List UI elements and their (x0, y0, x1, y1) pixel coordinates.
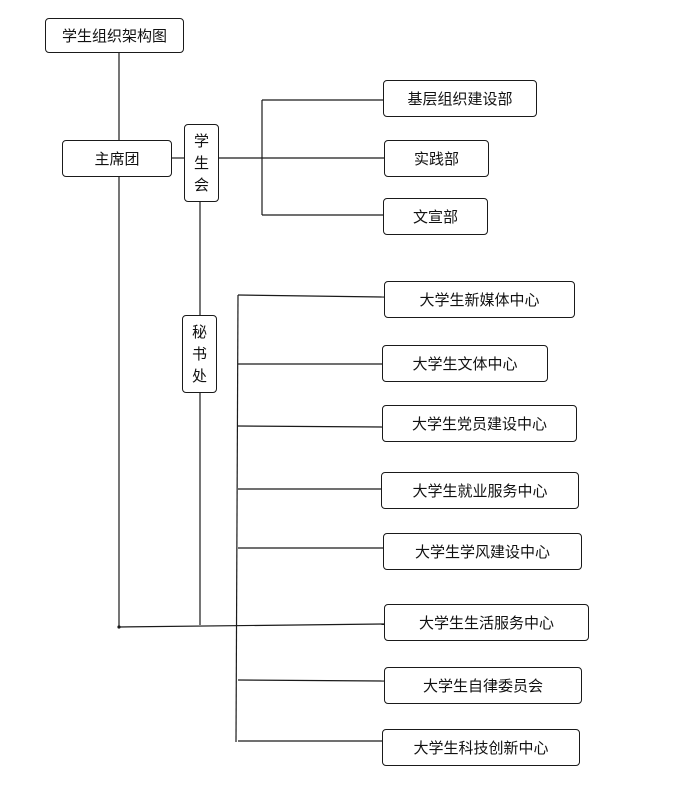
department-box-publicity: 文宣部 (383, 198, 488, 235)
junction-dot (117, 625, 121, 629)
secretariat-box: 秘 书 处 (182, 315, 217, 393)
department-box-practice: 实践部 (384, 140, 489, 177)
root-title-box: 学生组织架构图 (45, 18, 184, 53)
center-label: 大学生文体中心 (412, 355, 518, 373)
student-union-char: 生 (193, 154, 209, 172)
center-label: 大学生生活服务中心 (418, 614, 554, 632)
presidium-label: 主席团 (94, 150, 140, 168)
student-union-box: 学 生 会 (184, 124, 219, 202)
center-label: 大学生科技创新中心 (413, 739, 549, 757)
connector-line (237, 294, 385, 298)
center-box-tech-innovation: 大学生科技创新中心 (382, 729, 580, 766)
center-box-life-service: 大学生生活服务中心 (384, 604, 589, 641)
center-box-culture-sports: 大学生文体中心 (382, 345, 548, 382)
presidium-box: 主席团 (62, 140, 172, 177)
center-box-employment: 大学生就业服务中心 (381, 472, 579, 509)
department-label: 基层组织建设部 (407, 90, 513, 108)
department-label: 实践部 (413, 150, 459, 168)
center-box-new-media: 大学生新媒体中心 (384, 281, 575, 318)
connector-line (235, 294, 239, 743)
department-label: 文宣部 (412, 208, 458, 226)
center-label: 大学生就业服务中心 (412, 482, 548, 500)
center-box-party-member: 大学生党员建设中心 (382, 405, 577, 442)
connector-line (237, 425, 383, 428)
secretariat-char: 处 (191, 367, 207, 385)
center-label: 大学生新媒体中心 (419, 291, 540, 309)
center-label: 大学生学风建设中心 (414, 543, 550, 561)
center-label: 大学生自律委员会 (422, 677, 543, 695)
connector-line (118, 623, 385, 628)
secretariat-char: 书 (191, 345, 207, 363)
center-box-study-style: 大学生学风建设中心 (383, 533, 582, 570)
root-title-label: 学生组织架构图 (61, 27, 167, 45)
student-union-char: 会 (193, 176, 209, 194)
student-union-char: 学 (193, 132, 209, 150)
center-label: 大学生党员建设中心 (411, 415, 547, 433)
center-box-self-discipline: 大学生自律委员会 (384, 667, 582, 704)
secretariat-char: 秘 (191, 323, 207, 341)
connector-line (237, 679, 385, 682)
department-box-grassroots: 基层组织建设部 (383, 80, 537, 117)
